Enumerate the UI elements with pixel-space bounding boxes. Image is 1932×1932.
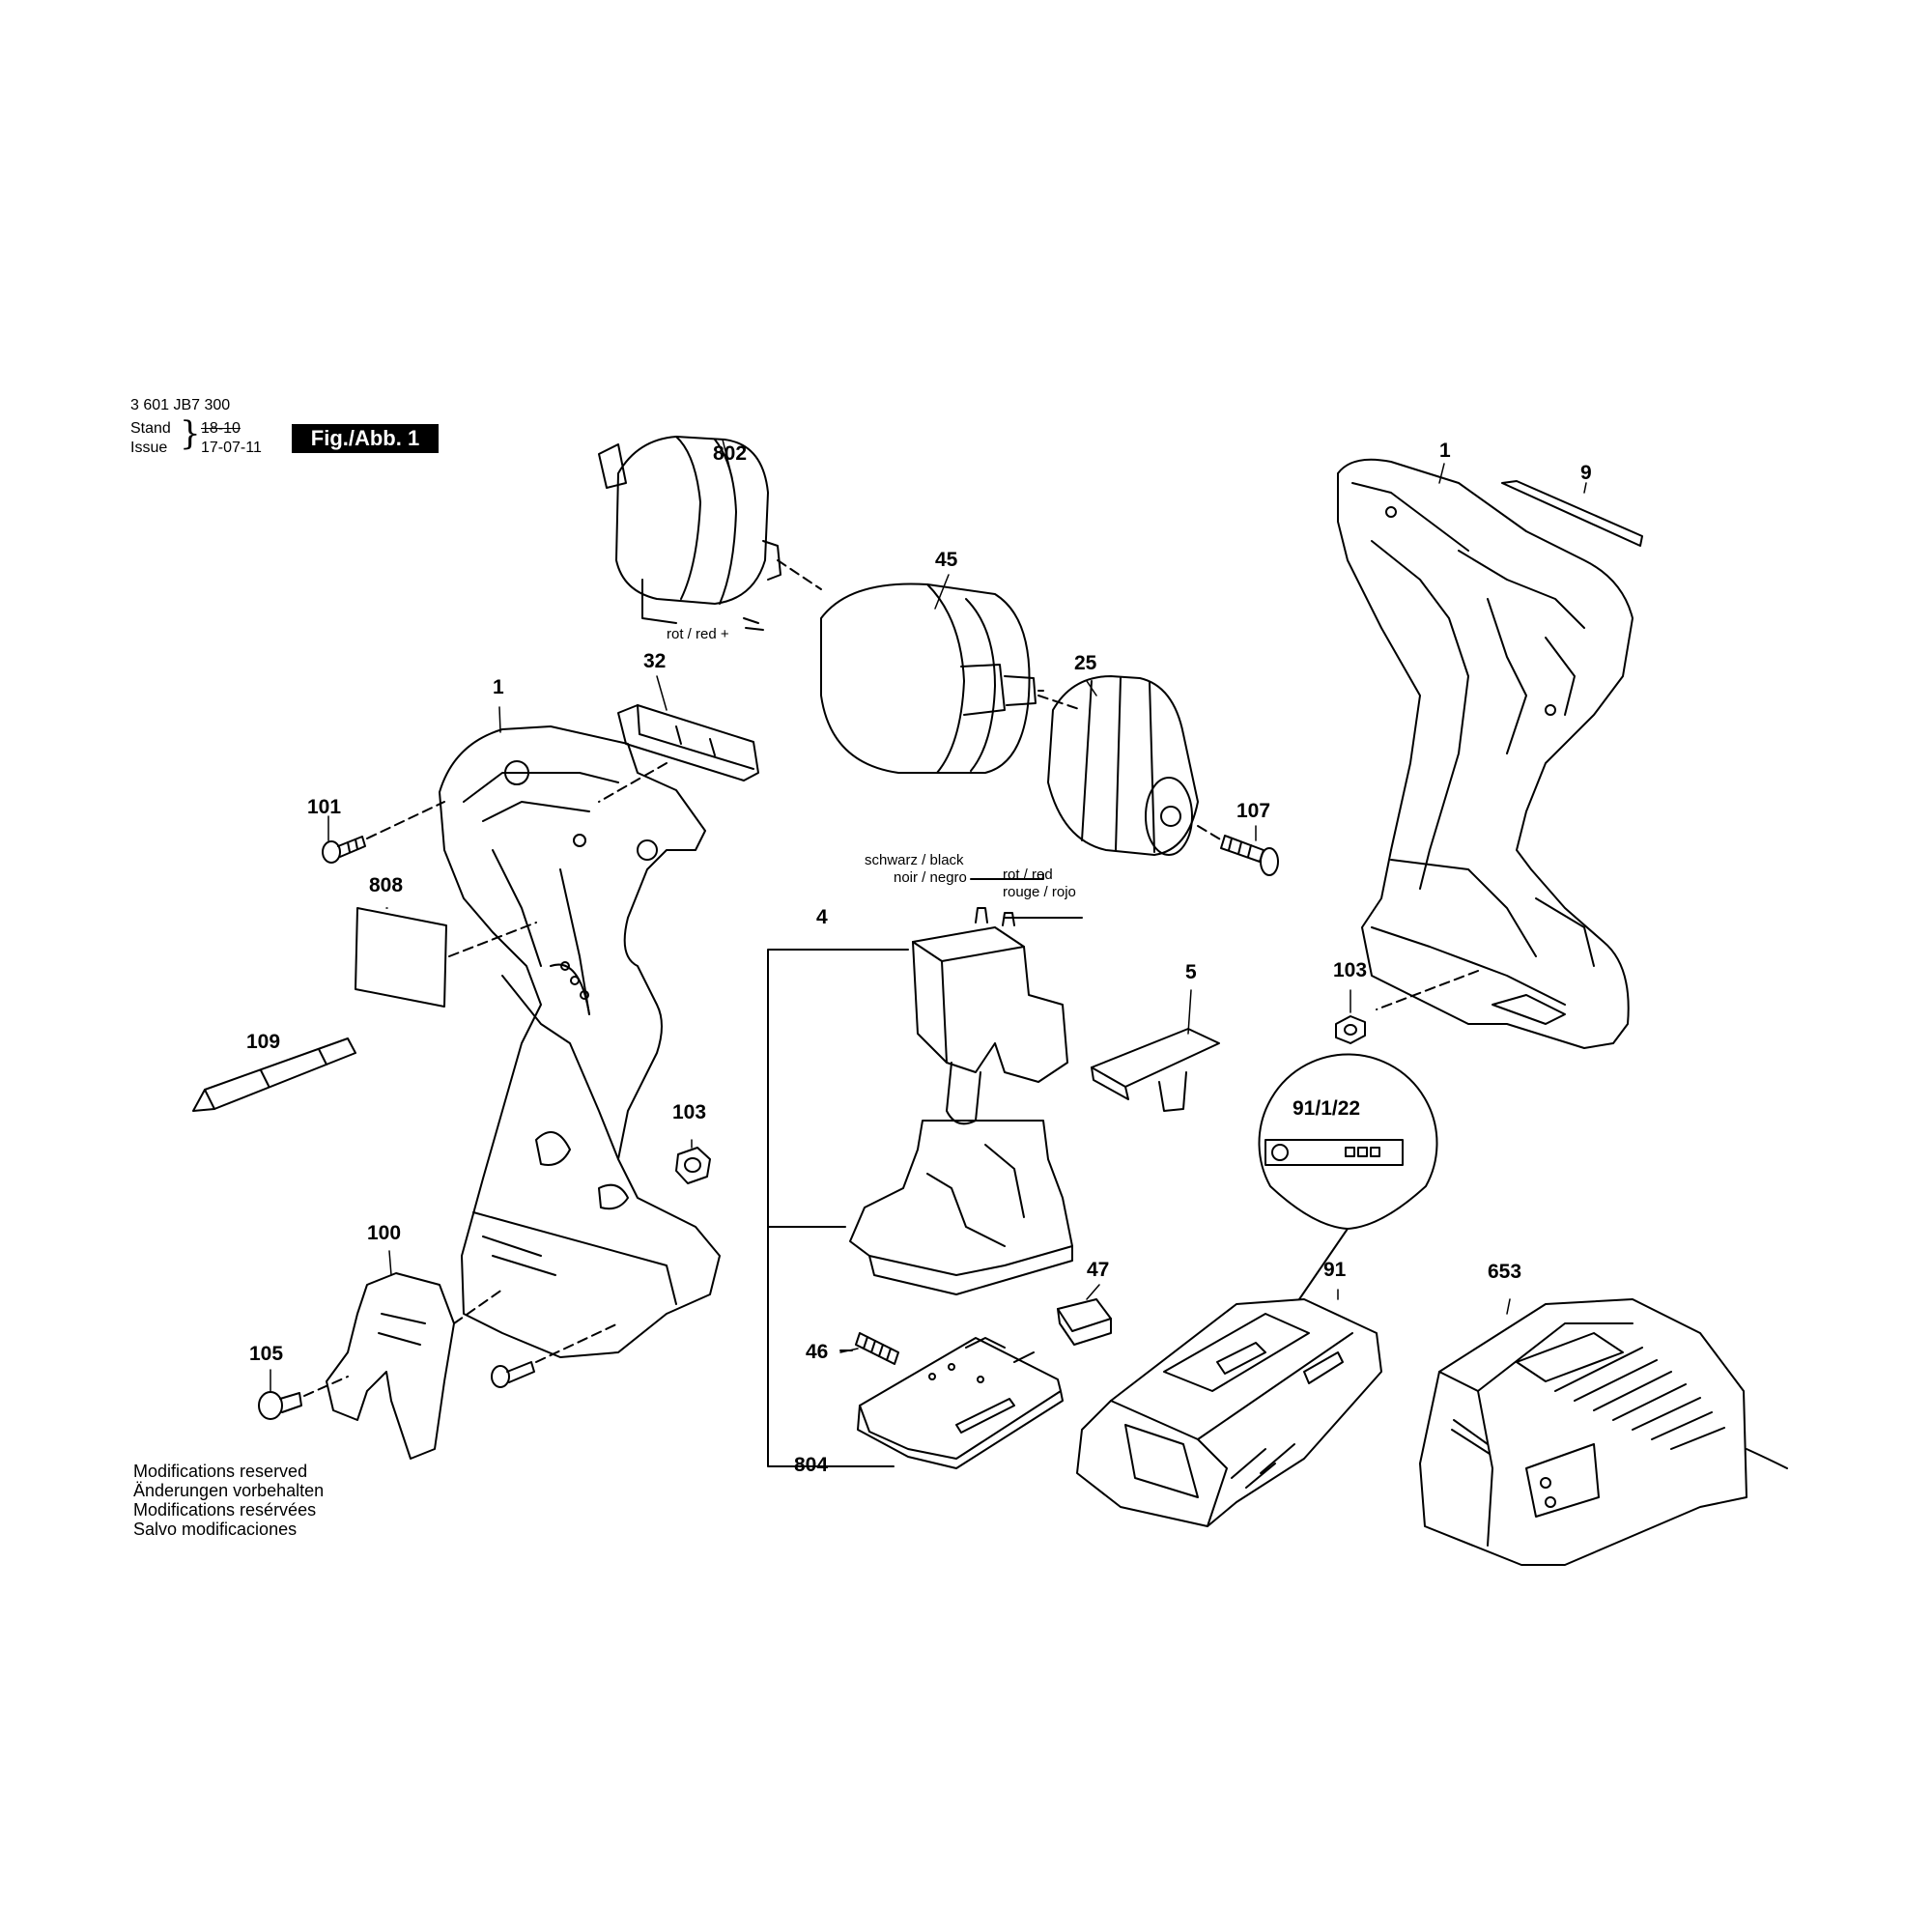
screw-part-101 bbox=[322, 801, 445, 864]
label-part-808 bbox=[355, 907, 537, 1008]
callout-1-right: 1 bbox=[1439, 440, 1451, 462]
disclaimer-line-fr: Modifications resérvées bbox=[133, 1500, 317, 1520]
strip-part-9 bbox=[1501, 480, 1643, 547]
nut-part-103-left bbox=[675, 1147, 711, 1184]
chuck-part-25 bbox=[1047, 675, 1223, 856]
callout-653: 653 bbox=[1488, 1261, 1522, 1283]
part-number: 3 601 JB7 300 bbox=[130, 397, 231, 413]
callout-100: 100 bbox=[367, 1222, 402, 1244]
gearbox-part-45 bbox=[820, 582, 1083, 774]
old-date: 18-10 bbox=[201, 420, 241, 437]
switch-part-4 bbox=[849, 907, 1073, 1295]
leader-lines bbox=[270, 439, 1587, 1392]
wire-label-motor-red: rot / red + bbox=[667, 626, 729, 642]
motor-part-802 bbox=[598, 436, 822, 631]
spring-part-46 bbox=[839, 1332, 899, 1365]
callout-32: 32 bbox=[643, 650, 667, 672]
callout-47: 47 bbox=[1087, 1259, 1110, 1281]
callout-1-left: 1 bbox=[493, 676, 504, 698]
wire-label-red-line2: rouge / rojo bbox=[1003, 884, 1076, 900]
screwdriver-bit-part-109 bbox=[192, 1037, 356, 1112]
switch-cover-part-32 bbox=[598, 704, 759, 803]
housing-left-part-1 bbox=[439, 725, 721, 1358]
wire-label-black-line1: schwarz / black bbox=[865, 852, 964, 868]
belt-clip-part-100 bbox=[326, 1272, 503, 1460]
callout-109: 109 bbox=[246, 1031, 281, 1053]
callout-4: 4 bbox=[816, 906, 828, 928]
part-47 bbox=[1057, 1298, 1112, 1346]
charger-part-653 bbox=[1419, 1298, 1788, 1566]
disclaimer-line-en: Modifications reserved bbox=[133, 1462, 308, 1481]
disclaimer-block: Modifications reserved Änderungen vorbeh… bbox=[133, 1462, 324, 1539]
callout-105: 105 bbox=[249, 1343, 284, 1365]
disclaimer-line-de: Änderungen vorbehalten bbox=[133, 1481, 325, 1500]
housing-right-part-1 bbox=[1337, 458, 1634, 1049]
callout-25: 25 bbox=[1074, 652, 1097, 674]
screw-part-107 bbox=[1220, 835, 1279, 876]
callout-808: 808 bbox=[369, 874, 404, 896]
callout-46: 46 bbox=[806, 1341, 829, 1363]
brace-symbol: } bbox=[180, 414, 201, 453]
callout-103-right: 103 bbox=[1333, 959, 1368, 981]
figure-label: Fig./Abb. 1 bbox=[292, 424, 439, 453]
callout-101: 101 bbox=[307, 796, 342, 818]
nut-part-103-right bbox=[1335, 1015, 1366, 1044]
callout-5: 5 bbox=[1185, 961, 1197, 983]
issue-date: 17-07-11 bbox=[201, 440, 262, 456]
callout-45: 45 bbox=[935, 549, 958, 571]
callout-107: 107 bbox=[1236, 800, 1271, 822]
wire-label-red-line1: rot / red bbox=[1003, 867, 1053, 883]
screw-housing-bottom bbox=[491, 1322, 619, 1388]
screw-part-105 bbox=[258, 1376, 349, 1420]
callout-91-1-22: 91/1/22 bbox=[1293, 1097, 1361, 1120]
battery-part-91 bbox=[1076, 1298, 1382, 1527]
callout-9: 9 bbox=[1580, 462, 1592, 484]
callout-802: 802 bbox=[713, 442, 748, 465]
stand-label: Stand bbox=[130, 420, 171, 437]
disclaimer-line-es: Salvo modificaciones bbox=[133, 1520, 298, 1539]
callout-804: 804 bbox=[794, 1454, 829, 1476]
group-bracket-part-4 bbox=[767, 873, 1083, 1467]
callout-103-left: 103 bbox=[672, 1101, 707, 1123]
issue-label: Issue bbox=[130, 440, 168, 456]
base-plate-part-804 bbox=[857, 1337, 1064, 1469]
lever-part-5 bbox=[1091, 1028, 1220, 1112]
zoom-bubble-part-91-1-22 bbox=[1258, 1053, 1438, 1300]
wire-label-black-line2: noir / negro bbox=[894, 869, 967, 886]
callout-91: 91 bbox=[1323, 1259, 1347, 1281]
